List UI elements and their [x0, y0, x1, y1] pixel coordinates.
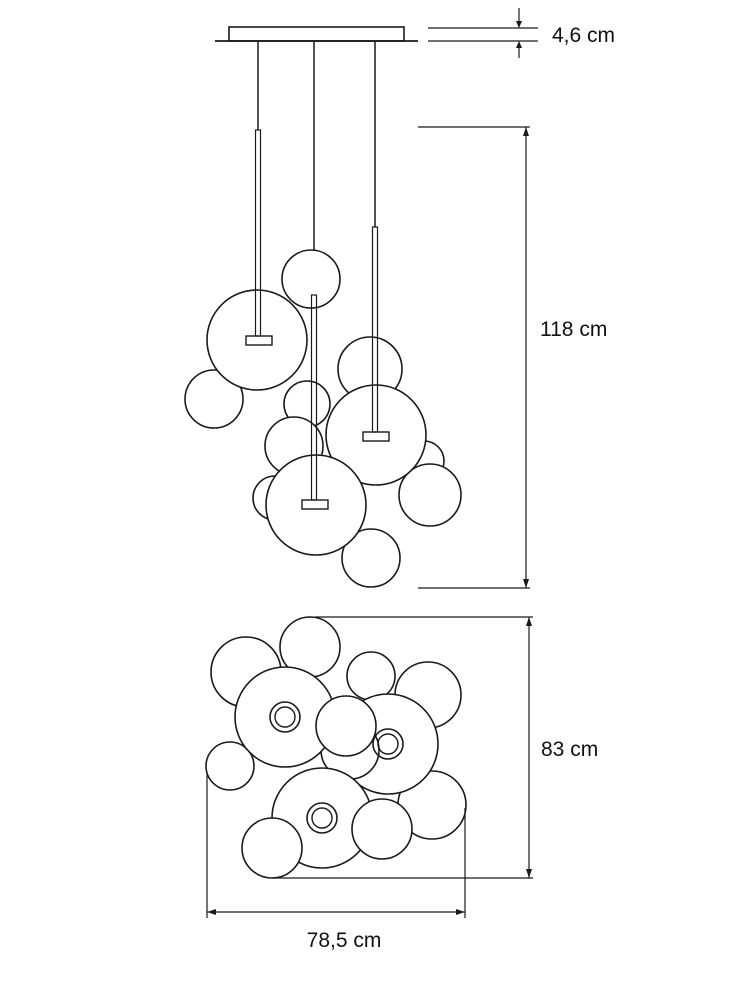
- socket-center: [301, 499, 329, 510]
- globe: [341, 528, 401, 588]
- globe: [346, 651, 396, 701]
- width-label: 78,5 cm: [307, 929, 382, 952]
- main-globe-right: [325, 384, 427, 486]
- globe: [241, 817, 303, 879]
- main-globe-left: [206, 289, 308, 391]
- socket-right: [362, 431, 390, 442]
- canopy-height-label: 4,6 cm: [552, 24, 615, 47]
- depth-dimension: 83 cm: [272, 616, 598, 879]
- socket-top-right: [372, 728, 404, 760]
- side-view: [184, 26, 462, 588]
- canopy: [228, 26, 405, 42]
- globe: [205, 741, 255, 791]
- globe: [184, 369, 244, 429]
- socket-left: [245, 335, 273, 346]
- top-view: [205, 616, 467, 879]
- socket-top-bottom: [306, 802, 338, 834]
- width-dimension: 78,5 cm: [206, 772, 466, 952]
- globe: [398, 463, 462, 527]
- globe: [351, 798, 413, 860]
- total-drop-label: 118 cm: [540, 318, 607, 341]
- total-drop-dimension: 118 cm: [418, 126, 607, 589]
- globe: [315, 695, 377, 757]
- socket-top-left: [269, 701, 301, 733]
- depth-label: 83 cm: [541, 738, 598, 761]
- canopy-height-dimension: 4,6 cm: [428, 8, 615, 58]
